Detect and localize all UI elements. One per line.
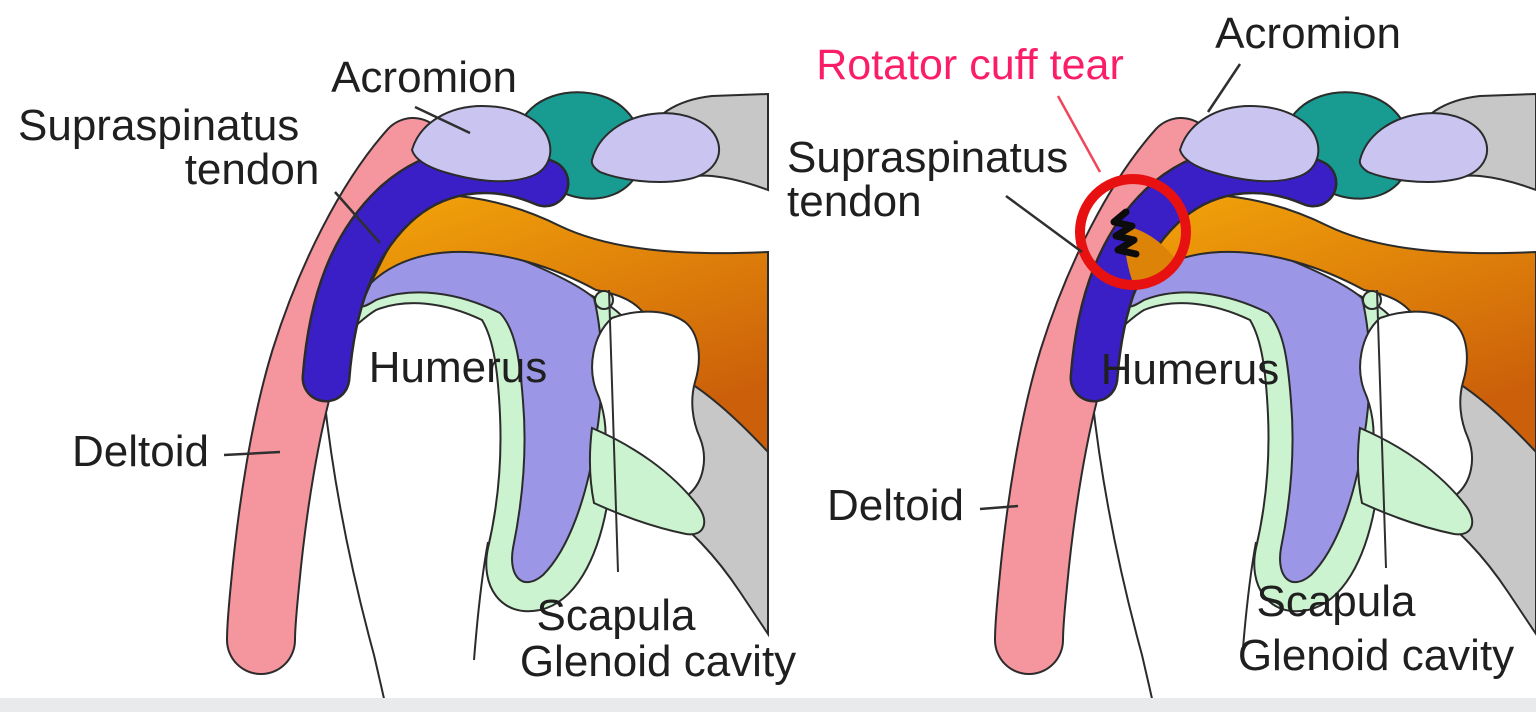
label-supraspinatus-right: Supraspinatus bbox=[787, 133, 1069, 182]
deltoid-leader-right bbox=[979, 504, 1019, 511]
label-humerus-right: Humerus bbox=[1100, 345, 1280, 394]
label-acromion-left: Acromion bbox=[331, 53, 517, 102]
glenoid-leader-right bbox=[1376, 289, 1387, 569]
label-humerus-left: Humerus bbox=[368, 343, 548, 392]
label-tendon-right: tendon bbox=[787, 177, 922, 226]
tendon-gap-patch bbox=[1124, 226, 1176, 282]
label-acromion-right: Acromion bbox=[1215, 9, 1401, 58]
label-deltoid-right: Deltoid bbox=[827, 481, 964, 530]
label-scapula-right: Scapula bbox=[1256, 577, 1416, 626]
label-rotator-cuff-tear: Rotator cuff tear bbox=[816, 41, 1124, 89]
acromion-leader-left bbox=[414, 105, 471, 135]
label-scapula-left: Scapula bbox=[536, 591, 696, 640]
bottom-edge-strip bbox=[0, 698, 1536, 712]
acromion-leader-right bbox=[1206, 63, 1242, 113]
supraspinatus-leader-right bbox=[1005, 194, 1083, 254]
label-glenoid-cavity-left: Glenoid cavity bbox=[519, 637, 797, 686]
leader-lines-right bbox=[979, 63, 1387, 569]
deltoid-leader-left bbox=[223, 450, 281, 457]
supraspinatus-leader-left bbox=[334, 191, 381, 244]
tear-zigzag-mark bbox=[1110, 208, 1140, 258]
label-glenoid-cavity-right: Glenoid cavity bbox=[1237, 631, 1515, 680]
leader-lines-left bbox=[223, 105, 619, 573]
label-deltoid-left: Deltoid bbox=[72, 427, 209, 476]
tear-highlight-circle bbox=[1075, 174, 1191, 290]
glenoid-leader-left bbox=[608, 289, 619, 573]
tear-leader-line bbox=[1056, 95, 1102, 173]
label-supraspinatus-left: Supraspinatus bbox=[18, 101, 300, 150]
label-tendon-left: tendon bbox=[184, 145, 320, 194]
tear-overlay bbox=[1056, 95, 1191, 290]
